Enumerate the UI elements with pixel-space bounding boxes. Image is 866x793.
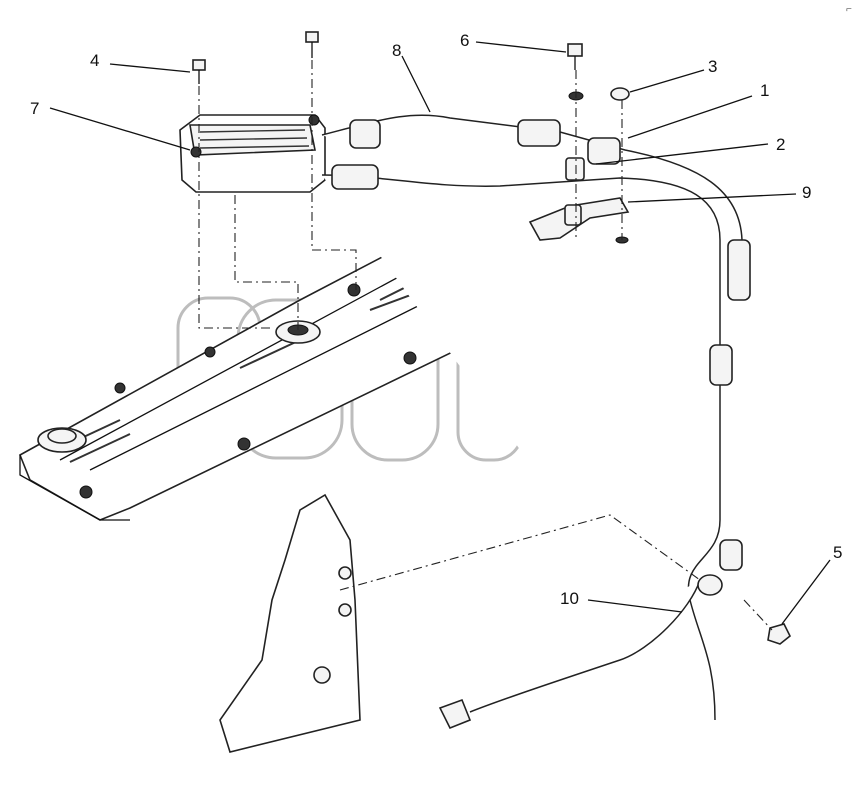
mounting-bracket xyxy=(528,157,630,241)
bolt-4 xyxy=(192,59,206,84)
corner-mark: ⌐ xyxy=(846,4,852,15)
callout-5: 5 xyxy=(833,543,842,562)
callout-3: 3 xyxy=(708,57,717,76)
nut-5 xyxy=(767,623,792,645)
drain-tube xyxy=(438,574,723,730)
callout-2: 2 xyxy=(776,135,785,154)
bolt-top xyxy=(305,31,319,58)
callout-9: 9 xyxy=(802,183,811,202)
callout-7: 7 xyxy=(30,99,39,118)
callout-8: 8 xyxy=(392,41,401,60)
leader-lines xyxy=(49,41,831,625)
callout-4: 4 xyxy=(90,51,99,70)
callout-10: 10 xyxy=(560,589,579,608)
support-plate xyxy=(219,493,361,753)
bolt-6 xyxy=(567,43,584,101)
callout-1: 1 xyxy=(760,81,769,100)
breather-hoses xyxy=(321,114,751,721)
assembly-centerlines xyxy=(198,60,773,631)
callout-6: 6 xyxy=(460,31,469,50)
breather-housing xyxy=(179,114,326,193)
